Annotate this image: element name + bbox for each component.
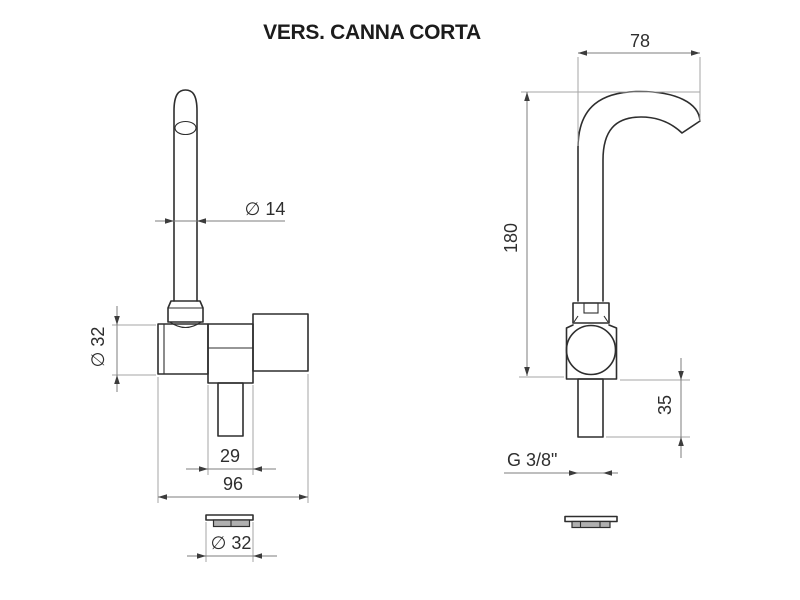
dim-overall-width: 96 [157, 374, 309, 503]
handle-front [252, 313, 309, 372]
dim-base-diameter: ∅ 32 [187, 522, 277, 562]
base-diameter-label: ∅ 32 [211, 533, 252, 553]
inlet-shank-front [217, 382, 244, 437]
overall-width-label: 96 [223, 474, 243, 494]
base-plate-side [564, 515, 618, 529]
dim-inlet-thread: G 3/8" [504, 450, 618, 476]
body-mid-block [207, 323, 254, 384]
body-sphere [565, 324, 617, 376]
dim-body-diameter: ∅ 32 [88, 306, 156, 392]
front-view: ∅ 14 ∅ 32 29 96 [88, 89, 309, 562]
dim-spout-diameter: ∅ 14 [155, 199, 285, 224]
spout-front [173, 89, 198, 302]
dim-height: 180 [501, 91, 700, 378]
height-label: 180 [501, 223, 521, 253]
aerator-width-label: 29 [220, 446, 240, 466]
spout-outlet-ellipse [174, 120, 197, 136]
dim-aerator-width: 29 [186, 385, 276, 475]
collar-side [572, 302, 610, 324]
dim-spout-reach: 78 [577, 31, 701, 146]
body-diameter-label: ∅ 32 [88, 327, 108, 368]
inlet-thread-label: G 3/8" [507, 450, 557, 470]
body-side [565, 324, 618, 438]
body-front [157, 313, 309, 437]
shank-length-label: 35 [655, 395, 675, 415]
spout-reach-label: 78 [630, 31, 650, 51]
spout-side [577, 90, 701, 302]
drawing-title: VERS. CANNA CORTA [263, 21, 481, 44]
dim-shank-length: 35 [606, 358, 690, 458]
base-plate-front [205, 514, 254, 528]
spout-diameter-label: ∅ 14 [245, 199, 286, 219]
inlet-shank-side [577, 378, 604, 438]
side-view: 78 180 35 G 3/8" [501, 31, 701, 529]
